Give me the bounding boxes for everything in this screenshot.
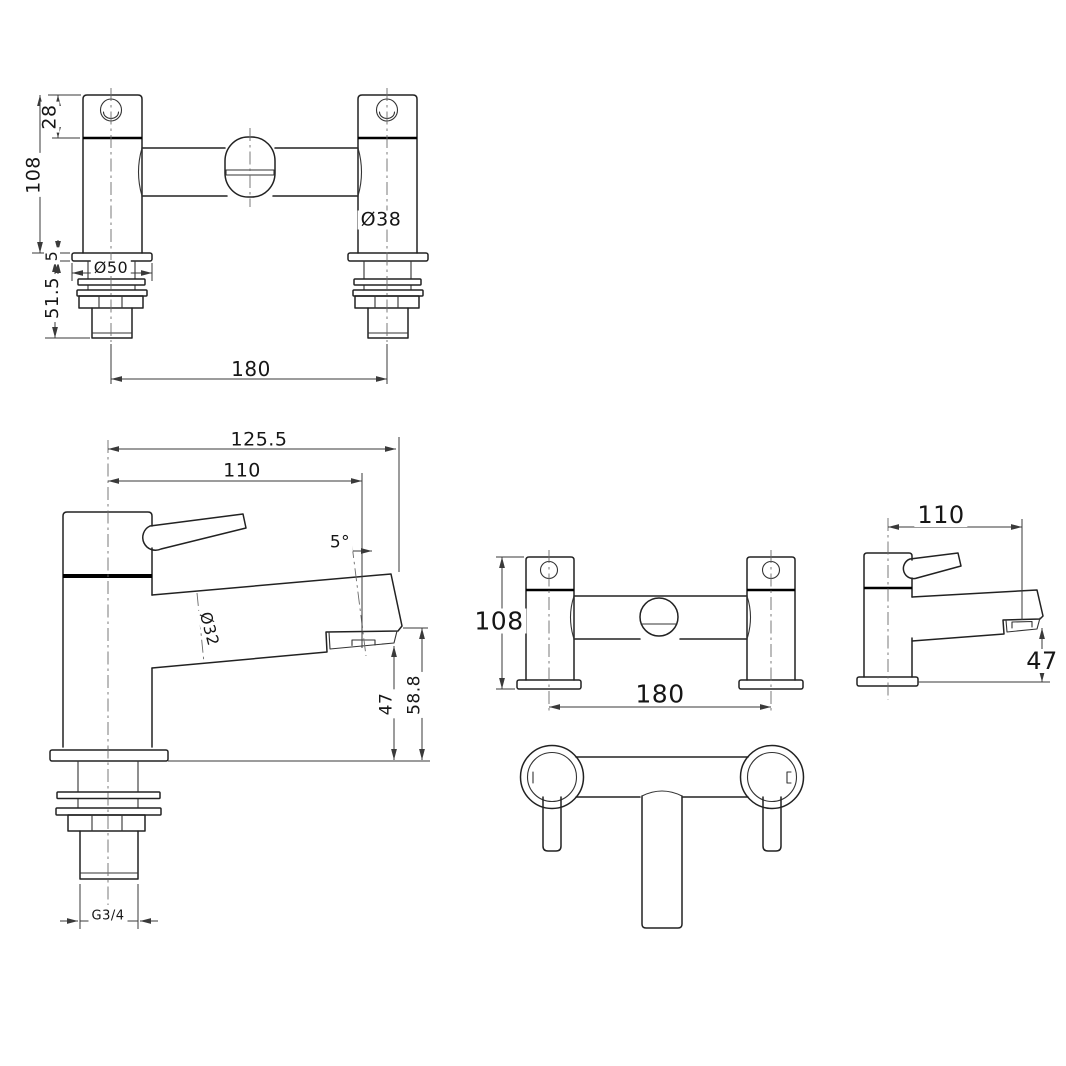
deck-plate xyxy=(49,749,169,762)
right-pillar xyxy=(357,94,418,254)
left-pillar xyxy=(82,94,143,254)
left-lever xyxy=(542,796,562,852)
right-index-mark xyxy=(786,771,792,784)
dim-51-5-label: 51.5 xyxy=(42,273,63,323)
spout xyxy=(911,589,1044,642)
spout xyxy=(641,795,683,929)
dim-47-label: 47 xyxy=(377,689,397,719)
body-bar xyxy=(573,595,748,640)
right-deck-plate xyxy=(347,252,429,262)
left-handle-inner xyxy=(526,751,578,803)
dim-28-label: 28 xyxy=(39,101,61,133)
right-handle-inner xyxy=(746,751,798,803)
dim-110-small-label: 110 xyxy=(914,503,968,527)
pillar xyxy=(62,511,153,748)
spout xyxy=(151,573,403,669)
dim-5-label: 5 xyxy=(42,247,61,265)
body-bar xyxy=(575,756,749,798)
lever-handle xyxy=(902,552,962,580)
dim-5deg-label: 5° xyxy=(326,534,354,552)
aerator xyxy=(351,639,376,647)
dim-108-label: 108 xyxy=(23,153,45,197)
dim-108-small-label: 108 xyxy=(471,608,527,634)
spout-angle-line xyxy=(351,544,367,657)
right-tail xyxy=(367,307,409,339)
view-front-small xyxy=(496,550,804,712)
dim-47-small-label: 47 xyxy=(1023,649,1061,673)
backnut xyxy=(67,814,146,832)
threaded-tail xyxy=(79,830,139,880)
left-pillar xyxy=(525,556,575,681)
lever-handle xyxy=(142,513,247,551)
right-lever xyxy=(762,796,782,852)
dim-dia38-label: Ø38 xyxy=(357,210,405,230)
view-side-small xyxy=(856,518,1050,700)
dim-g34-label: G3/4 xyxy=(88,909,128,923)
dim-125-5-label: 125.5 xyxy=(230,428,288,451)
deck-plate xyxy=(856,676,919,687)
dim-110-label: 110 xyxy=(223,459,261,482)
left-handle-outer xyxy=(519,744,585,810)
diverter xyxy=(639,597,679,637)
dim-180-small-label: 180 xyxy=(635,679,685,709)
left-tail xyxy=(91,307,133,339)
body-bar xyxy=(141,147,359,197)
dim-180-label: 180 xyxy=(231,357,271,381)
view-side-main xyxy=(49,437,430,929)
dim-58-8-label: 58.8 xyxy=(405,672,425,718)
view-plan xyxy=(519,744,805,929)
view-front-main xyxy=(32,88,429,384)
right-handle-outer xyxy=(739,744,805,810)
dim-dia50-label: Ø50 xyxy=(90,260,132,276)
centerlines xyxy=(110,88,388,342)
